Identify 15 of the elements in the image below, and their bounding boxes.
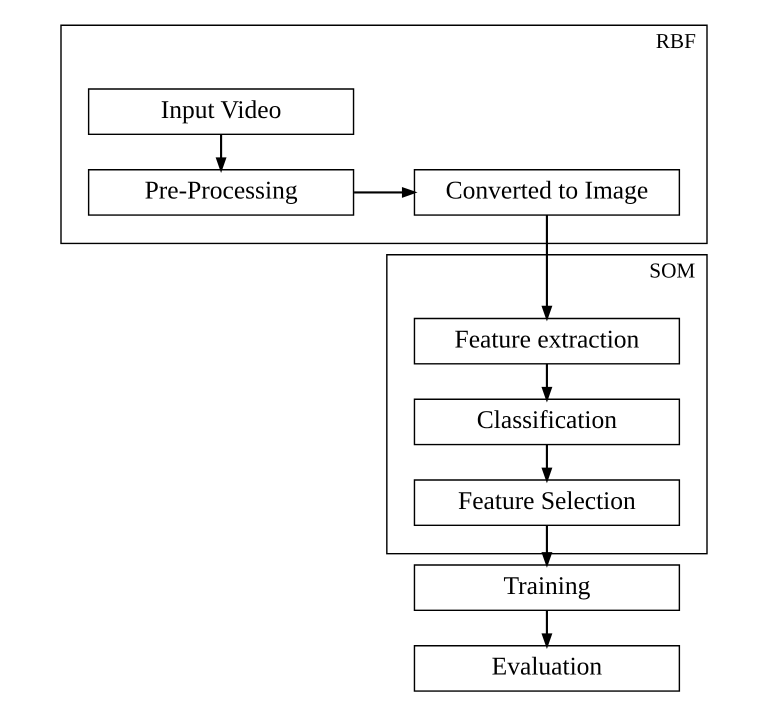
node-box: Classification xyxy=(413,398,680,446)
node-box: Pre-Processing xyxy=(87,169,354,216)
arrow xyxy=(540,526,552,568)
node-box: Evaluation xyxy=(413,645,680,692)
arrow xyxy=(540,215,552,322)
node-box: Input Video xyxy=(87,88,354,136)
arrow xyxy=(540,444,552,484)
arrow xyxy=(215,134,226,173)
arrow xyxy=(354,186,418,198)
arrow xyxy=(540,364,552,402)
node-box: Feature extraction xyxy=(413,318,680,365)
node-box: Training xyxy=(413,564,680,612)
node-box: Feature Selection xyxy=(413,479,680,526)
arrow xyxy=(540,610,552,649)
node-box: Converted to Image xyxy=(413,169,680,216)
